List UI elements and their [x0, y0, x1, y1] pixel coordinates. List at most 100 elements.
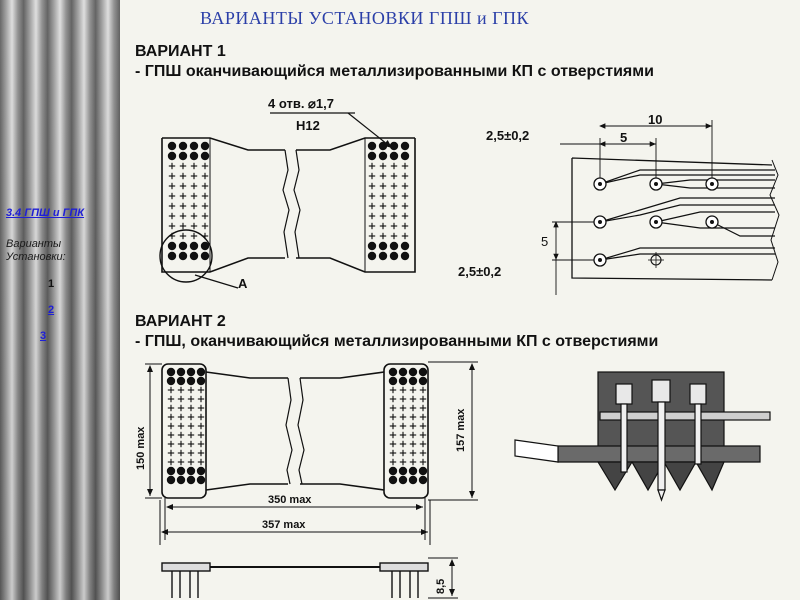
- pin-cross: [379, 162, 387, 170]
- solder-pad: [378, 241, 388, 251]
- solder-pad: [178, 241, 188, 251]
- pin-cross: [379, 222, 387, 230]
- solder-pad: [378, 151, 388, 161]
- solder-pad: [367, 151, 377, 161]
- pin-cross: [390, 162, 398, 170]
- solder-pad: [389, 251, 399, 261]
- pin-cross: [379, 212, 387, 220]
- nav-page-2-link[interactable]: 2: [47, 304, 55, 316]
- topic-link[interactable]: 3.4 ГПШ и ГПК: [6, 207, 85, 219]
- pin-cross: [401, 182, 409, 190]
- pin-cross: [401, 212, 409, 220]
- pin-cross: [419, 413, 427, 421]
- pin-cross: [177, 395, 185, 403]
- solder-pad: [189, 151, 199, 161]
- pin-cross: [419, 386, 427, 394]
- solder-pad: [176, 376, 186, 386]
- dim-350-max: 350 max: [268, 494, 312, 506]
- variant2-dim-labels: 150 max 157 max 350 max 357 max: [135, 408, 467, 531]
- pin-cross: [390, 232, 398, 240]
- solder-pad: [196, 367, 206, 377]
- pin-cross: [201, 162, 209, 170]
- pin-cross: [368, 212, 376, 220]
- pin-cross: [168, 202, 176, 210]
- variant1-detail-dims: 2,5±0,2 10 5 5 2,5±0,2: [458, 112, 662, 279]
- solder-pad: [186, 466, 196, 476]
- solder-pad: [167, 141, 177, 151]
- pin-cross: [389, 386, 397, 394]
- solder-pad: [388, 376, 398, 386]
- pin-cross: [190, 182, 198, 190]
- pin-cross: [177, 458, 185, 466]
- solder-pad: [166, 475, 176, 485]
- nav-page-3-link[interactable]: 3: [40, 330, 47, 342]
- nav-page-1: 1: [47, 278, 55, 290]
- pin-cross: [389, 431, 397, 439]
- solder-pad: [398, 466, 408, 476]
- pad-hole: [598, 258, 602, 262]
- pin-cross: [390, 182, 398, 190]
- solder-pad: [389, 151, 399, 161]
- pin-cross: [401, 162, 409, 170]
- variant2-subheading: - ГПШ, оканчивающийся металлизированными…: [135, 333, 659, 350]
- pin-cross: [368, 182, 376, 190]
- solder-pad: [176, 466, 186, 476]
- pin-cross: [419, 440, 427, 448]
- pin-cross: [368, 162, 376, 170]
- pin-cross: [179, 182, 187, 190]
- pin-cross: [419, 404, 427, 412]
- dim-5-top: 5: [620, 130, 627, 145]
- pin-cross: [187, 413, 195, 421]
- solder-pad: [196, 466, 206, 476]
- variant2-connector-section: [514, 371, 771, 502]
- dim-pitch-bottom: 2,5±0,2: [458, 264, 501, 279]
- solder-pad: [418, 475, 428, 485]
- pin-cross: [368, 222, 376, 230]
- pin-cross: [399, 395, 407, 403]
- pin-cross: [201, 192, 209, 200]
- pin-cross: [177, 440, 185, 448]
- solder-pad: [186, 367, 196, 377]
- pin-cross: [390, 202, 398, 210]
- pin-cross: [167, 404, 175, 412]
- solder-pad: [400, 251, 410, 261]
- variant1-callouts: 4 отв. ⌀1,7 H12 А: [238, 96, 393, 291]
- solder-pad: [166, 376, 176, 386]
- pin-cross: [201, 182, 209, 190]
- solder-pad: [398, 475, 408, 485]
- pin-cross: [419, 458, 427, 466]
- pin-cross: [167, 431, 175, 439]
- solder-pad: [367, 251, 377, 261]
- pad-hole: [654, 220, 658, 224]
- solder-pad: [378, 251, 388, 261]
- pin-cross: [168, 162, 176, 170]
- page-title: ВАРИАНТЫ УСТАНОВКИ ГПШ и ГПК: [200, 8, 530, 28]
- pin-cross: [187, 431, 195, 439]
- solder-pad: [200, 151, 210, 161]
- variant1-cable-drawing: [159, 137, 416, 289]
- solder-pad: [178, 141, 188, 151]
- pin-cross: [168, 192, 176, 200]
- variant1-subheading: - ГПШ оканчивающийся металлизированными …: [135, 63, 654, 80]
- solder-pad: [418, 367, 428, 377]
- variant2-right-pads: [388, 367, 428, 485]
- pin-cross: [168, 232, 176, 240]
- pin-cross: [190, 202, 198, 210]
- pin-cross: [368, 172, 376, 180]
- pin-cross: [389, 440, 397, 448]
- variant1-right-pads: [367, 141, 410, 261]
- pin-cross: [389, 413, 397, 421]
- pin-cross: [401, 202, 409, 210]
- solder-pad: [389, 241, 399, 251]
- solder-pad: [189, 241, 199, 251]
- solder-pad: [189, 251, 199, 261]
- pin-cross: [168, 212, 176, 220]
- callout-holes: 4 отв. ⌀1,7: [268, 96, 334, 111]
- pin-cross: [399, 386, 407, 394]
- variant2-side-view: [161, 557, 458, 599]
- solder-pad: [408, 475, 418, 485]
- dim-357-max: 357 max: [262, 519, 306, 531]
- solder-pad: [367, 241, 377, 251]
- pin-cross: [409, 404, 417, 412]
